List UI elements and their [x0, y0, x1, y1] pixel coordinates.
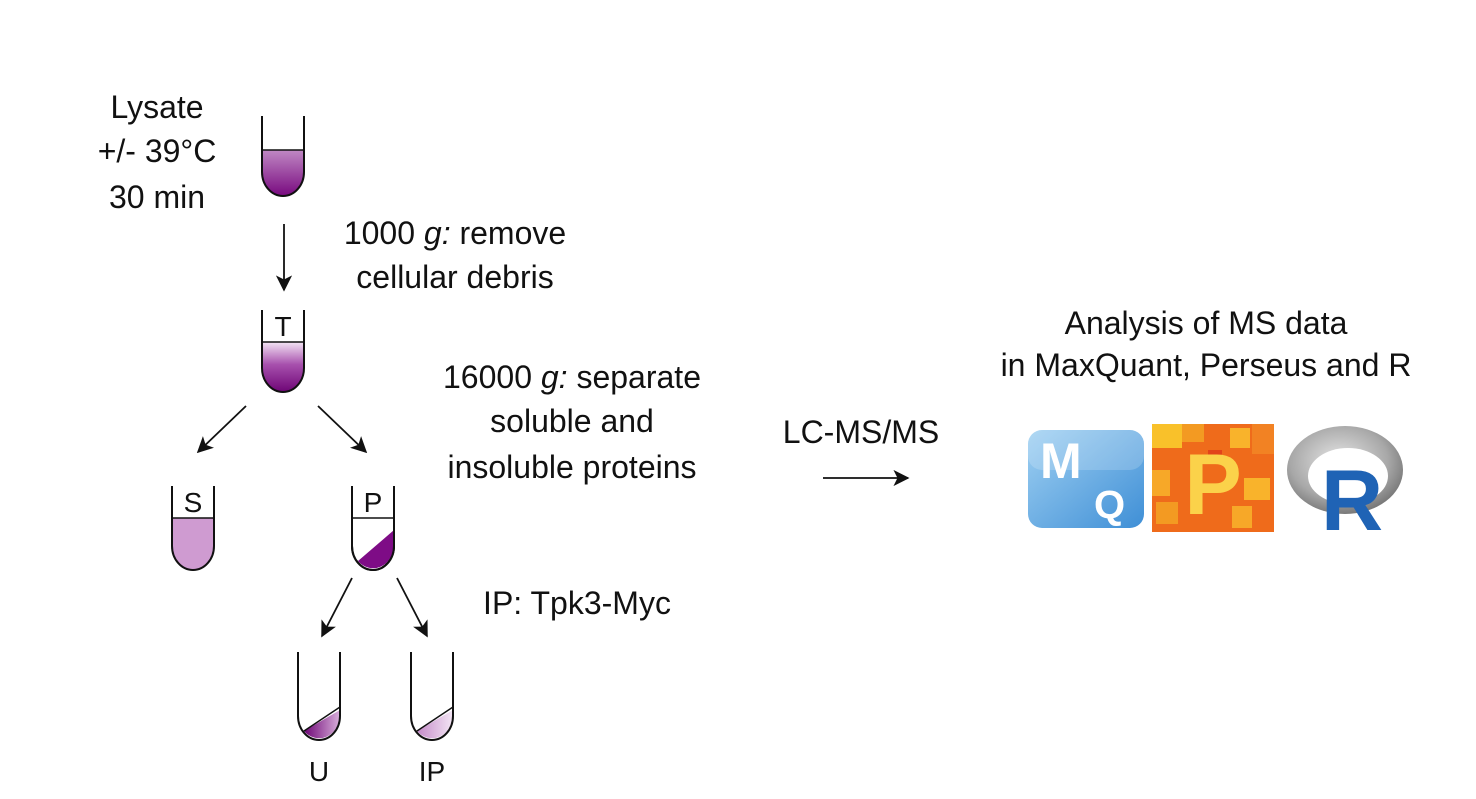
tube-unbound: U — [297, 652, 341, 787]
tube-ip-label: IP — [419, 756, 445, 787]
analysis-label: Analysis of MS data in MaxQuant, Perseus… — [1001, 305, 1412, 383]
tube-total: T — [261, 310, 305, 393]
r-logo: R — [1287, 426, 1403, 549]
lysate-tube — [261, 116, 305, 197]
tube-ip: IP — [410, 652, 454, 787]
step1-label: 1000 g: remove cellular debris — [344, 215, 566, 295]
maxquant-logo: M Q — [1028, 430, 1144, 528]
step2-line2: soluble and — [490, 403, 654, 439]
tube-pellet: P — [351, 486, 395, 571]
perseus-p: P — [1184, 437, 1241, 533]
arrow-total-to-pellet — [317, 405, 368, 454]
lysate-line3: 30 min — [109, 179, 205, 215]
maxquant-q: Q — [1094, 483, 1125, 527]
lysate-label: Lysate +/- 39°C 30 min — [98, 89, 217, 215]
tube-total-label: T — [274, 311, 291, 342]
arrow-pellet-to-ip — [396, 577, 428, 638]
tube-pellet-label: P — [364, 487, 383, 518]
ms-label: LC-MS/MS — [783, 414, 939, 450]
lysate-line2: +/- 39°C — [98, 133, 217, 169]
perseus-logo: P — [1152, 424, 1274, 533]
svg-text:16000 g: separate: 16000 g: separate — [443, 359, 701, 395]
tube-soluble-label: S — [184, 487, 203, 518]
step1-line2: cellular debris — [356, 259, 553, 295]
arrow-total-to-soluble — [196, 405, 247, 454]
lysate-line1: Lysate — [110, 89, 203, 125]
r-letter: R — [1321, 453, 1383, 549]
step2-label: 16000 g: separate soluble and insoluble … — [443, 359, 701, 485]
arrow-pellet-to-unbound — [321, 577, 353, 638]
tube-unbound-label: U — [309, 756, 329, 787]
analysis-line2: in MaxQuant, Perseus and R — [1001, 347, 1412, 383]
svg-text:1000 g: remove: 1000 g: remove — [344, 215, 566, 251]
step2-line3: insoluble proteins — [447, 449, 696, 485]
tube-soluble: S — [171, 486, 215, 571]
step3-label: IP: Tpk3-Myc — [483, 585, 671, 621]
maxquant-m: M — [1040, 433, 1082, 489]
analysis-line1: Analysis of MS data — [1065, 305, 1348, 341]
